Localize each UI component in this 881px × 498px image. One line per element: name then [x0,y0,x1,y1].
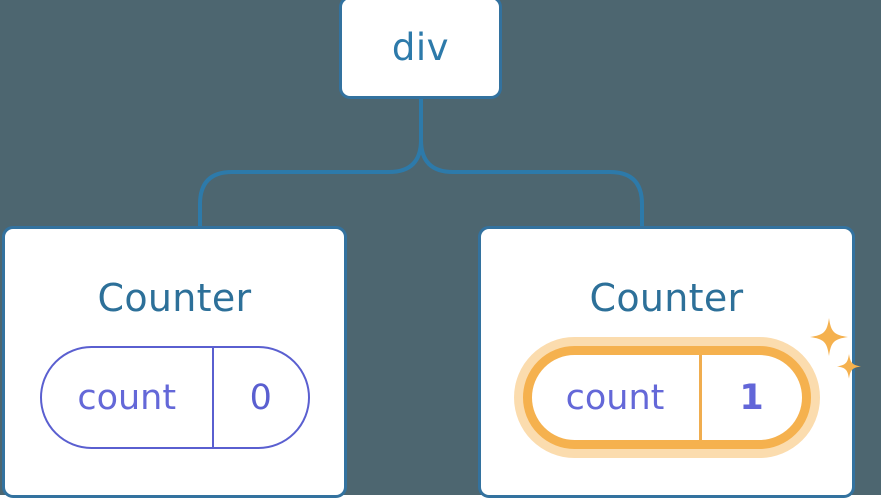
node-counter-right[interactable]: Counter count 1 [478,226,861,498]
component-title: Counter [97,276,252,320]
state-pill-wrapper: count 0 [39,346,310,449]
edge-root-to-right-child [419,99,644,228]
root-node-label: div [391,26,450,69]
state-pill-highlighted[interactable]: count 1 [522,346,811,449]
state-key: count [42,348,214,447]
state-pill[interactable]: count 0 [39,346,310,449]
component-title: Counter [589,276,744,320]
sparkle-icon [809,318,848,356]
node-counter-left[interactable]: Counter count 0 [2,226,347,498]
state-value: 1 [739,377,764,418]
state-pill-wrapper: count 1 [522,318,861,449]
state-value: 0 [249,377,272,418]
node-root-div[interactable]: div [339,0,502,99]
edge-root-to-left-child [198,99,423,228]
state-key: count [532,355,702,440]
